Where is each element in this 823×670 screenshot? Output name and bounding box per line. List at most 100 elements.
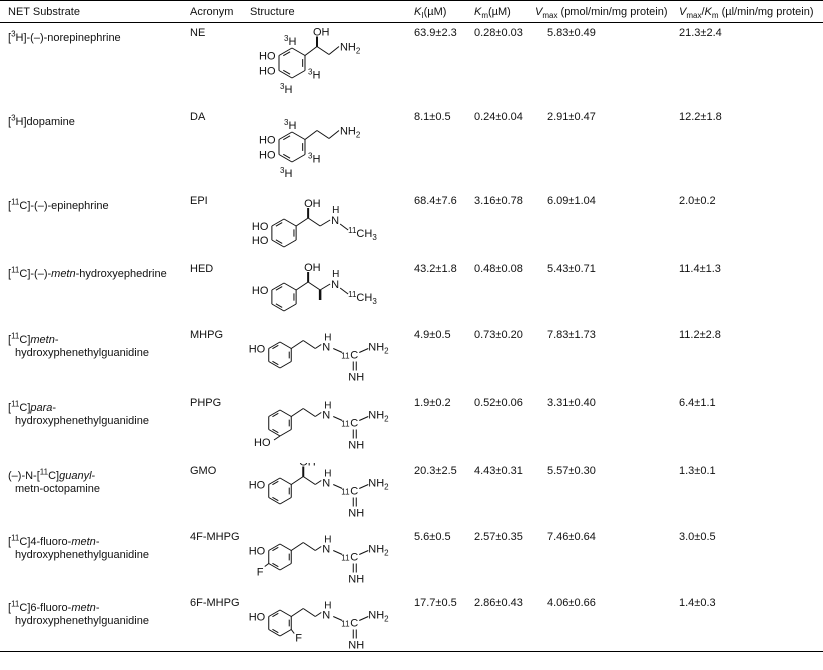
svg-text:H: H — [332, 269, 339, 280]
svg-text:H: H — [324, 401, 331, 412]
vmax-cell: 5.83±0.49 — [547, 27, 596, 39]
vmax-km-cell: 21.3±2.4 — [679, 27, 722, 39]
acronym-cell: GMO — [190, 465, 217, 477]
substrate-name: [11C]6-fluoro-metn-hydroxyphenethylguani… — [8, 599, 149, 627]
vmax-cell: 4.06±0.66 — [547, 597, 596, 609]
km-cell: 0.24±0.04 — [474, 111, 523, 123]
vmax-km-cell: 1.3±0.1 — [679, 465, 716, 477]
ki-cell: 8.1±0.5 — [414, 111, 451, 123]
svg-text:C: C — [350, 618, 358, 630]
svg-text:HO: HO — [259, 150, 276, 162]
svg-text:C: C — [350, 350, 358, 362]
svg-text:11CH3: 11CH3 — [348, 290, 377, 306]
vmax-cell: 5.57±0.30 — [547, 465, 596, 477]
svg-text:F: F — [257, 567, 264, 579]
substrate-name: (–)-N-[11C]guanyl-metn-octopamine — [8, 467, 100, 495]
svg-text:HO: HO — [249, 612, 266, 624]
svg-text:H: H — [324, 535, 331, 546]
svg-text:C: C — [350, 418, 358, 430]
header-substrate: NET Substrate — [8, 6, 80, 18]
header-vmax: Vmax (pmol/min/mg protein) — [535, 6, 668, 21]
ki-cell: 43.2±1.8 — [414, 263, 457, 275]
vmax-km-cell: 1.4±0.3 — [679, 597, 716, 609]
km-cell: 2.57±0.35 — [474, 531, 523, 543]
vmax-cell: 6.09±1.04 — [547, 195, 596, 207]
vmax-cell: 7.46±0.64 — [547, 531, 596, 543]
header-acronym: Acronym — [190, 6, 234, 18]
header-structure: Structure — [250, 6, 295, 18]
svg-text:3H: 3H — [284, 34, 296, 48]
vmax-cell: 2.91±0.47 — [547, 111, 596, 123]
vmax-km-cell: 11.4±1.3 — [679, 263, 721, 275]
svg-text:11: 11 — [341, 620, 350, 629]
ki-cell: 4.9±0.5 — [414, 329, 451, 341]
svg-text:OH: OH — [299, 463, 316, 469]
svg-text:HO: HO — [259, 135, 276, 147]
svg-text:OH: OH — [304, 198, 321, 210]
substrate-name: [11C]metn-hydroxyphenethylguanidine — [8, 331, 149, 359]
svg-text:NH2: NH2 — [368, 478, 389, 492]
svg-text:NH2: NH2 — [368, 342, 389, 356]
acronym-cell: NE — [190, 27, 206, 39]
svg-text:N: N — [322, 610, 330, 622]
svg-text:N: N — [331, 279, 339, 291]
vmax-km-cell: 11.2±2.8 — [679, 329, 721, 341]
vmax-km-cell: 2.0±0.2 — [679, 195, 716, 207]
svg-text:HO: HO — [259, 51, 276, 63]
acronym-cell: EPI — [190, 195, 208, 207]
acronym-cell: MHPG — [190, 329, 223, 341]
svg-text:OH: OH — [304, 262, 321, 274]
substrate-name: [3H]dopamine — [8, 113, 75, 128]
svg-text:3H: 3H — [280, 82, 292, 95]
svg-text:NH: NH — [348, 574, 364, 586]
ki-cell: 1.9±0.2 — [414, 397, 451, 409]
vmax-km-cell: 3.0±0.5 — [679, 531, 716, 543]
svg-text:NH2: NH2 — [340, 126, 361, 140]
svg-text:NH2: NH2 — [368, 544, 389, 558]
svg-text:F: F — [295, 633, 302, 645]
svg-text:HO: HO — [249, 344, 266, 356]
km-cell: 3.16±0.78 — [474, 195, 523, 207]
substrate-name: [11C]-(–)-metn-hydroxyephedrine — [8, 265, 167, 280]
acronym-cell: PHPG — [190, 397, 222, 409]
km-cell: 2.86±0.43 — [474, 597, 523, 609]
header-vmax-km: Vmax/Km (µl/min/mg protein) — [679, 6, 814, 21]
acronym-cell: DA — [190, 111, 206, 123]
ki-cell: 63.9±2.3 — [414, 27, 457, 39]
svg-text:3H: 3H — [280, 166, 292, 179]
svg-text:NH: NH — [348, 372, 364, 384]
svg-text:HO: HO — [254, 437, 271, 449]
svg-text:HO: HO — [252, 221, 269, 233]
svg-text:HO: HO — [259, 66, 276, 78]
svg-text:HO: HO — [252, 235, 269, 247]
substrate-name: [3H]-(–)-norepinephrine — [8, 29, 121, 44]
km-cell: 0.28±0.03 — [474, 27, 523, 39]
svg-text:H: H — [324, 333, 331, 344]
svg-text:11: 11 — [341, 420, 350, 429]
svg-text:OH: OH — [313, 27, 330, 39]
svg-text:HO: HO — [252, 285, 269, 297]
svg-text:NH2: NH2 — [368, 410, 389, 424]
svg-text:C: C — [350, 486, 358, 498]
svg-text:3H: 3H — [308, 68, 320, 82]
svg-text:11: 11 — [341, 488, 350, 497]
svg-text:N: N — [331, 215, 339, 227]
vmax-cell: 3.31±0.40 — [547, 397, 596, 409]
acronym-cell: 4F-MHPG — [190, 531, 240, 543]
vmax-km-cell: 12.2±1.8 — [679, 111, 722, 123]
svg-text:N: N — [322, 478, 330, 490]
svg-text:N: N — [322, 544, 330, 556]
svg-text:N: N — [322, 410, 330, 422]
svg-text:11CH3: 11CH3 — [348, 226, 377, 242]
svg-text:C: C — [350, 552, 358, 564]
acronym-cell: HED — [190, 263, 214, 275]
acronym-cell: 6F-MHPG — [190, 597, 240, 609]
ki-cell: 17.7±0.5 — [414, 597, 457, 609]
